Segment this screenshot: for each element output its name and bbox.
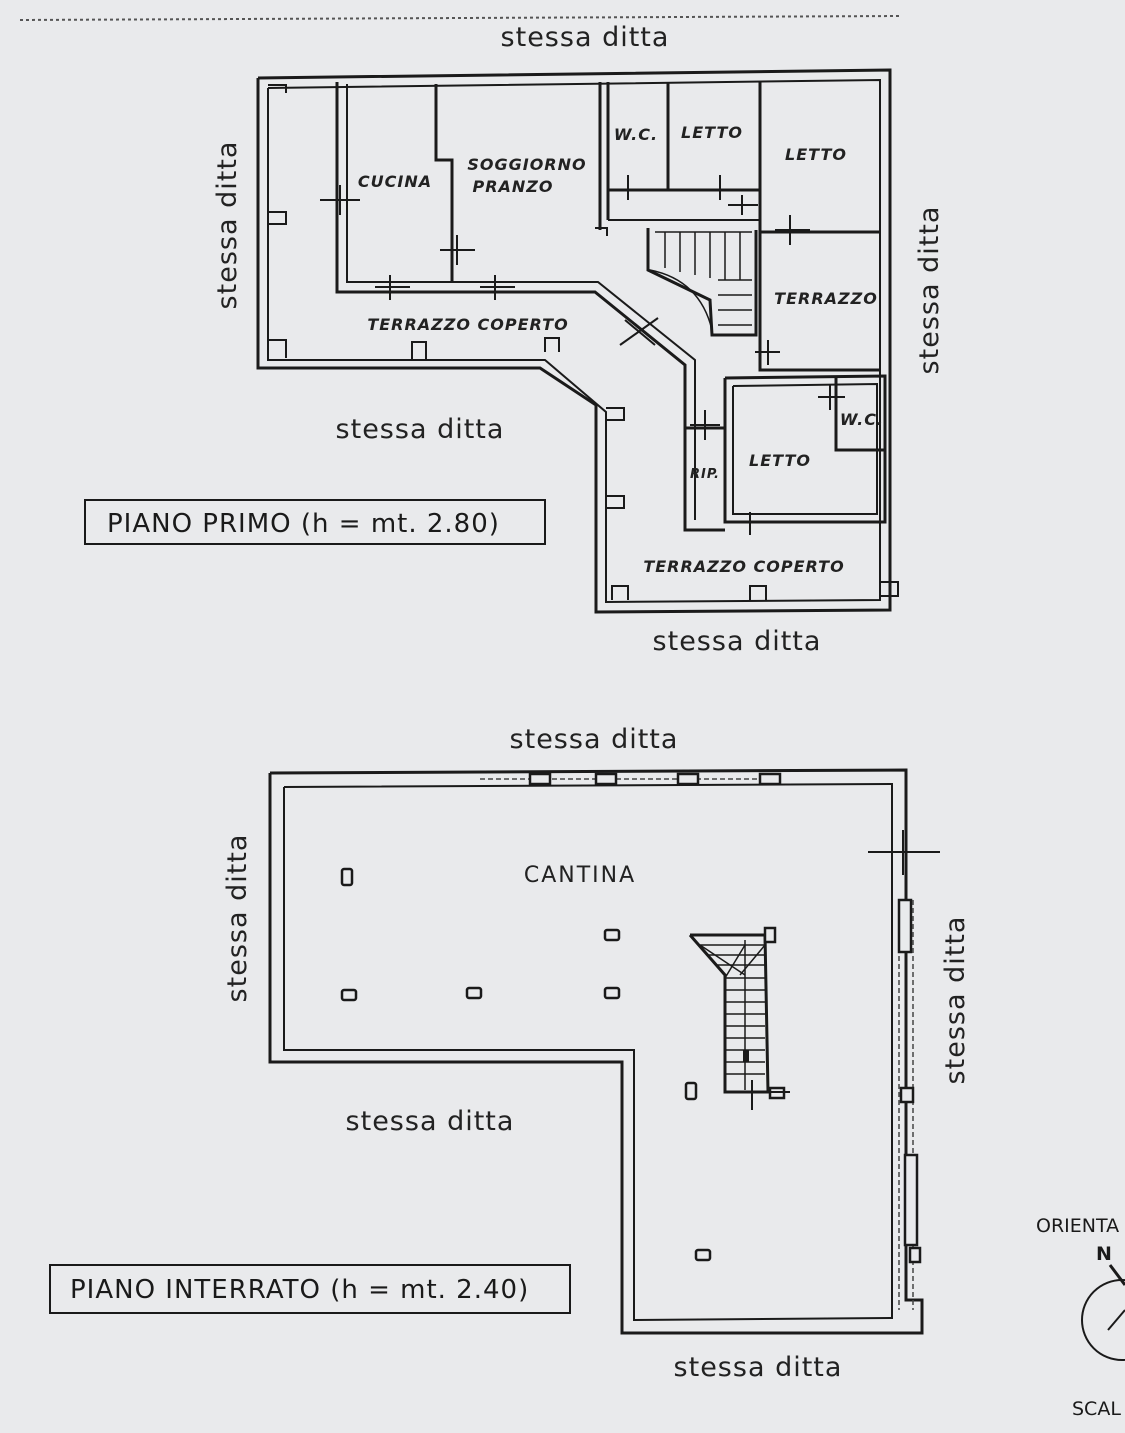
room-terrazzo-coperto-left: TERRAZZO COPERTO [367, 315, 568, 334]
basement-neighbor-right: stessa ditta [940, 916, 971, 1085]
first-floor-title-box [84, 499, 546, 545]
room-letto-right: LETTO [785, 145, 847, 164]
room-rip: RIP. [690, 467, 720, 482]
room-pranzo: PRANZO [472, 177, 553, 196]
room-letto-top: LETTO [681, 123, 743, 142]
compass-needle-icon [1108, 1264, 1125, 1286]
basement-title-box [49, 1264, 571, 1314]
basement-neighbor-middle: stessa ditta [346, 1106, 515, 1137]
room-terrazzo-coperto-bottom: TERRAZZO COPERTO [643, 557, 844, 576]
basement-top-windows [528, 772, 782, 786]
room-cantina: CANTINA [524, 863, 636, 888]
first-floor-windows [320, 175, 845, 535]
first-floor-outer-wall [256, 68, 892, 614]
first-neighbor-left: stessa ditta [212, 141, 243, 310]
basement-title: PIANO INTERRATO (h = mt. 2.40) [70, 1275, 529, 1305]
kitchen-living-partition [434, 84, 454, 282]
basement-stair [688, 926, 790, 1110]
first-neighbor-right: stessa ditta [914, 206, 945, 375]
first-floor-plan [256, 68, 899, 614]
first-floor-stair [649, 231, 752, 331]
compass-circle [1081, 1279, 1125, 1361]
room-cucina: CUCINA [358, 172, 432, 191]
basement-right-windows [897, 898, 922, 1264]
lower-wc-walls [834, 378, 885, 452]
basement-outer-wall [268, 768, 924, 1335]
first-neighbor-middle: stessa ditta [336, 414, 505, 445]
terrazzo-right-wall [758, 232, 880, 372]
first-neighbor-bottom: stessa ditta [653, 626, 822, 657]
living-block-wall [335, 82, 725, 532]
room-letto-lower: LETTO [749, 451, 811, 470]
basement-neighbor-bottom: stessa ditta [674, 1352, 843, 1383]
first-floor-title: PIANO PRIMO (h = mt. 2.80) [107, 509, 500, 539]
compass-north-label: N [1096, 1243, 1112, 1265]
room-wc-top: W.C. [614, 125, 658, 144]
room-terrazzo-right: TERRAZZO [774, 289, 878, 308]
first-neighbor-top: stessa ditta [501, 22, 670, 53]
room-wc-lower: W.C. [840, 410, 884, 429]
basement-plan [268, 768, 940, 1335]
basement-pillars [340, 867, 712, 1262]
stair-shaft-wall [646, 228, 758, 337]
compass-scale-label: SCAL [1072, 1398, 1121, 1420]
lower-bedroom-walls [723, 374, 887, 524]
room-soggiorno: SOGGIORNO [467, 155, 586, 174]
living-block-inner [346, 84, 696, 520]
compass-orientation-label: ORIENTA [1036, 1215, 1119, 1237]
lower-bedroom-inner [732, 382, 878, 515]
basement-neighbor-left: stessa ditta [222, 834, 253, 1003]
compass: ORIENTA N SCAL [1036, 1215, 1125, 1420]
first-floor-pillars [268, 84, 899, 600]
header-dotted-line [19, 15, 901, 21]
compass-needle-tail [1107, 1309, 1125, 1331]
basement-neighbor-top: stessa ditta [510, 724, 679, 755]
basement-inner-wall [283, 782, 893, 1322]
